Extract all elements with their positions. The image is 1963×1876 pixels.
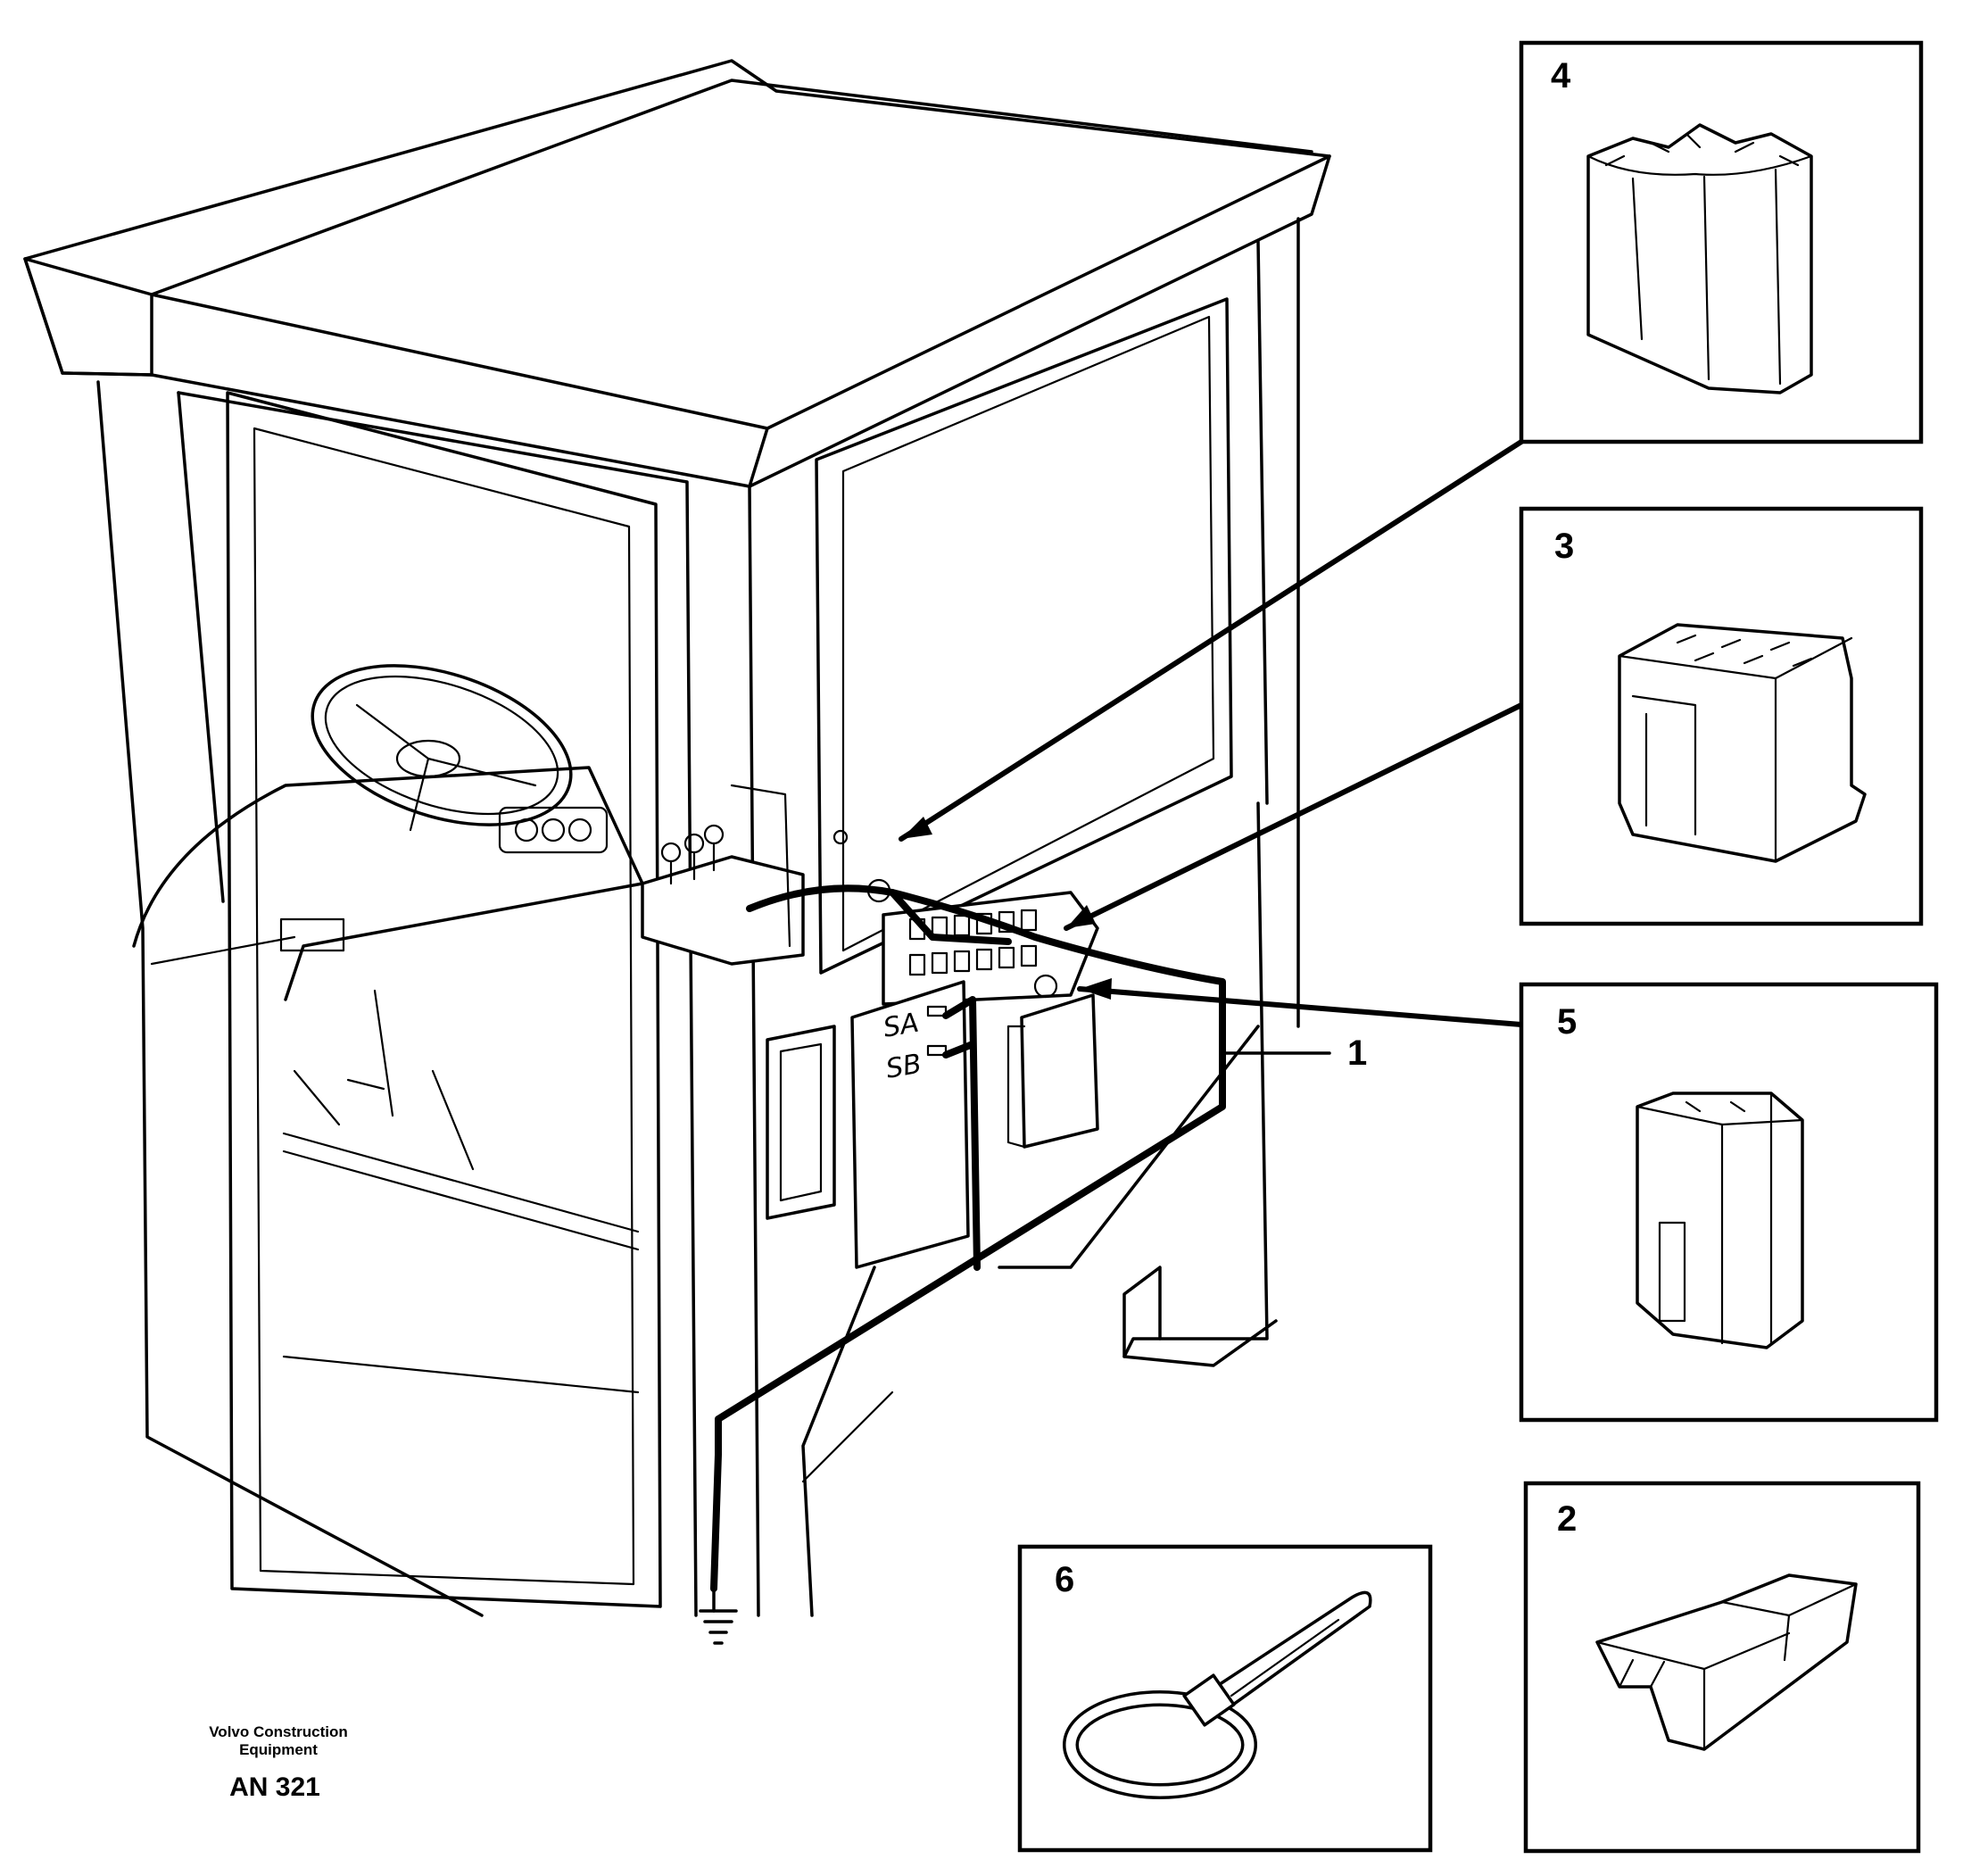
steering-and-dash xyxy=(132,664,644,1171)
leader-line-4 xyxy=(899,439,1524,842)
lever-console xyxy=(641,784,805,966)
part-box-2: 2 xyxy=(1523,1481,1921,1854)
cab-roof xyxy=(23,59,1331,488)
connector-2-icon xyxy=(1595,1573,1858,1751)
diagram-code: AN 321 xyxy=(229,1772,320,1802)
wiring-harness xyxy=(710,884,1226,1613)
leader-line-5 xyxy=(1077,986,1524,1027)
switch-panel xyxy=(832,829,1099,1006)
callout-1: 1 xyxy=(1347,1033,1367,1073)
cable-tie-icon xyxy=(1063,1590,1372,1799)
cab-body xyxy=(96,217,1300,1617)
leader-line-3 xyxy=(1064,702,1524,931)
callout-4: 4 xyxy=(1551,56,1571,95)
label-sb: SB xyxy=(883,1049,924,1085)
part-box-4: 4 xyxy=(1519,40,1924,444)
part-box-6: 6 xyxy=(1017,1544,1433,1853)
brand-line-1: Volvo Construction xyxy=(209,1723,348,1740)
brand-line-2: Equipment xyxy=(239,1741,318,1758)
arrowhead-3 xyxy=(1066,905,1096,928)
part-box-3: 3 xyxy=(1519,506,1924,926)
callout-2: 2 xyxy=(1557,1499,1577,1539)
connector-5-icon xyxy=(1636,1092,1804,1349)
ground-symbol-icon xyxy=(699,1609,738,1645)
callout-5: 5 xyxy=(1557,1002,1577,1042)
connector-3-icon xyxy=(1618,623,1867,863)
callout-3: 3 xyxy=(1554,527,1574,566)
connector-4-icon xyxy=(1586,123,1813,394)
callout-6: 6 xyxy=(1055,1560,1074,1599)
label-sa: SA xyxy=(881,1008,921,1044)
leader-lines xyxy=(899,439,1524,1055)
arrowhead-5 xyxy=(1080,978,1112,1000)
arrowhead-4 xyxy=(901,817,932,839)
cab-illustration: SA SB xyxy=(23,59,1331,1645)
door-panels xyxy=(766,980,1099,1269)
part-box-5: 5 xyxy=(1519,982,1939,1423)
